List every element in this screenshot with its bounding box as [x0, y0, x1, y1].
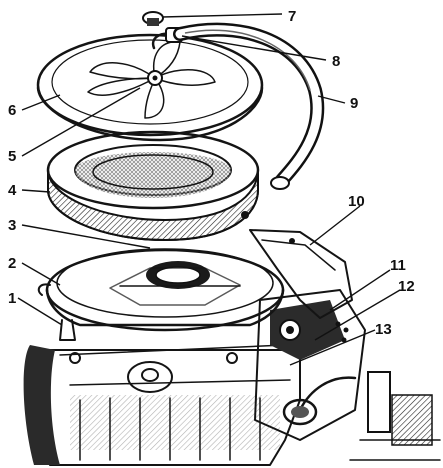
- leader-lines: [17, 13, 401, 366]
- callout-6: 6: [8, 102, 16, 119]
- callout-3: 3: [8, 217, 16, 234]
- carburettor-area: [254, 289, 441, 461]
- callout-7: 7: [288, 8, 296, 25]
- callout-1: 1: [8, 290, 16, 307]
- breather-hose: [173, 22, 325, 190]
- engine-block: [23, 344, 301, 466]
- callout-2: 2: [8, 255, 16, 272]
- callout-10: 10: [348, 193, 365, 210]
- filter-cover: [36, 33, 264, 142]
- callout-12: 12: [398, 278, 415, 295]
- callout-9: 9: [350, 95, 358, 112]
- filter-element: [46, 130, 260, 242]
- callout-13: 13: [375, 321, 392, 338]
- callout-11: 11: [390, 257, 406, 274]
- filter-bowl: [37, 248, 285, 341]
- callouts: 1 2 3 4 5 6 7 8 9 10 11 12 13: [8, 8, 415, 338]
- callout-8: 8: [332, 53, 340, 70]
- filter-housing: [249, 229, 353, 343]
- callout-5: 5: [8, 148, 16, 165]
- callout-4: 4: [8, 182, 17, 199]
